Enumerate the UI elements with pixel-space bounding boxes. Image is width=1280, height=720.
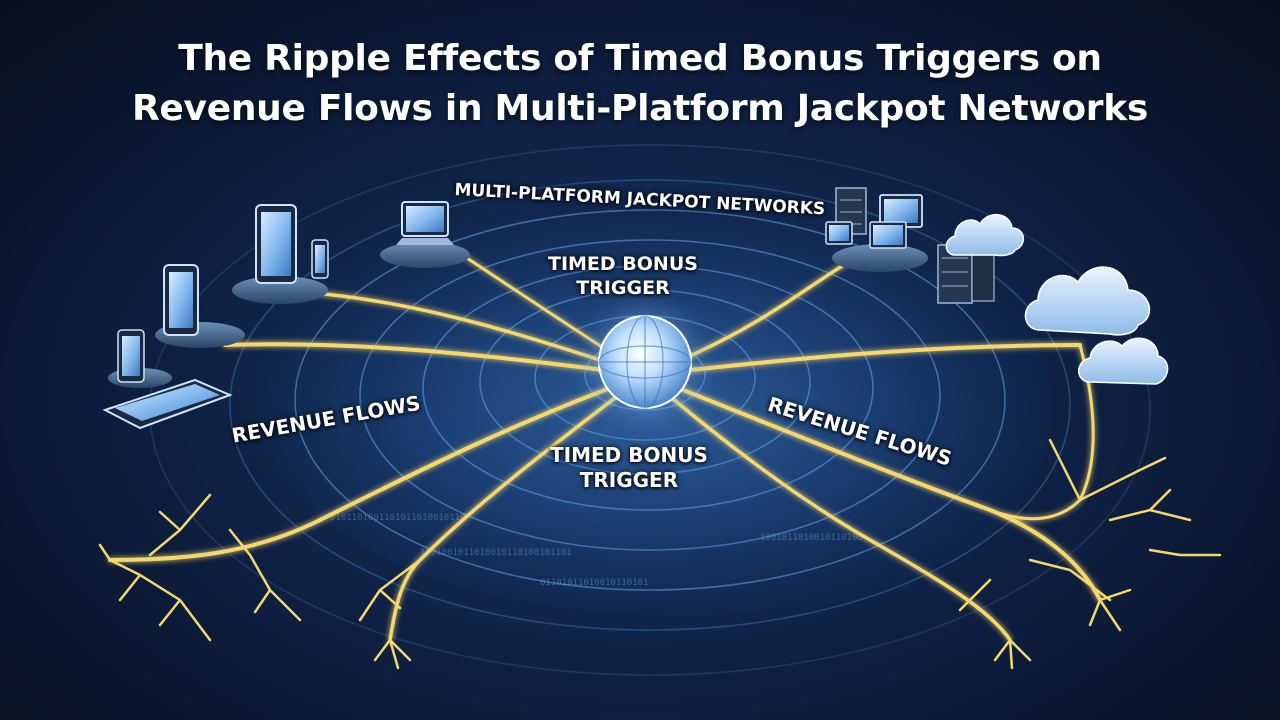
- tablet-icon: [255, 204, 297, 284]
- monitor-icon: [869, 221, 907, 249]
- title-line-1: The Ripple Effects of Timed Bonus Trigge…: [178, 38, 1102, 79]
- tablet-flat-icon: [102, 378, 233, 430]
- device-cluster-left: [102, 204, 329, 430]
- device-cluster-top: [380, 201, 470, 268]
- page-title: The Ripple Effects of Timed Bonus Trigge…: [0, 34, 1280, 134]
- smartphone-icon: [311, 239, 329, 279]
- svg-text:1001011010010110100: 1001011010010110100: [760, 533, 863, 543]
- trigger-label-top-text: TIMED BONUS TRIGGER: [548, 253, 698, 299]
- tablet-icon: [163, 264, 199, 336]
- monitor-icon: [879, 194, 923, 228]
- trigger-label-top: TIMED BONUS TRIGGER: [548, 252, 698, 300]
- svg-text:0101101001101011010010110: 0101101001101011010010110: [330, 513, 465, 523]
- monitor-icon: [825, 221, 853, 245]
- cloud-icon: [945, 214, 1024, 257]
- globe-core-icon: [575, 292, 715, 432]
- cloud-icon: [1024, 266, 1151, 336]
- title-line-2: Revenue Flows in Multi-Platform Jackpot …: [132, 88, 1148, 129]
- svg-text:1101001011010010110100101101: 1101001011010010110100101101: [420, 548, 572, 558]
- cloud-icon: [1078, 337, 1169, 385]
- trigger-label-bottom: TIMED BONUS TRIGGER: [550, 443, 708, 493]
- revenue-branch-roots: [98, 438, 1222, 670]
- svg-text:01101011010010110101: 01101011010010110101: [540, 578, 648, 588]
- device-cluster-right: [825, 187, 995, 304]
- laptop-icon: [396, 201, 454, 245]
- smartphone-icon: [117, 329, 145, 383]
- trigger-label-bottom-text: TIMED BONUS TRIGGER: [550, 443, 708, 492]
